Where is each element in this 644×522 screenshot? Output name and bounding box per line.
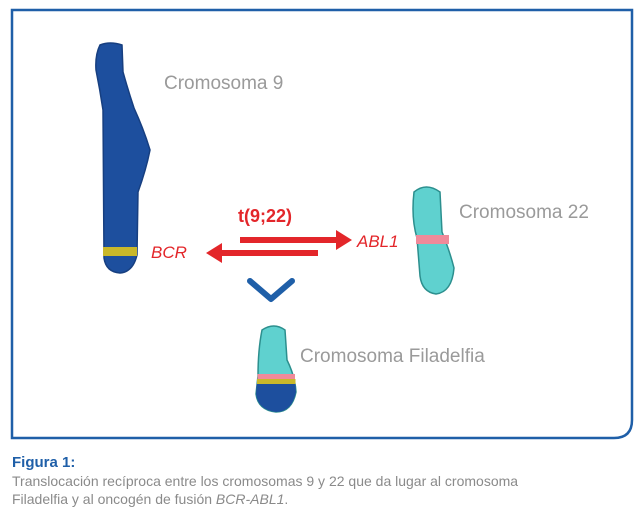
figure-frame bbox=[10, 8, 634, 440]
bcr-label: BCR bbox=[151, 243, 187, 262]
caption-line-2-end: . bbox=[284, 491, 289, 507]
philadelphia-label: Cromosoma Filadelfia bbox=[300, 346, 485, 367]
chromosome-9 bbox=[95, 42, 151, 274]
philadelphia-chromosome bbox=[255, 325, 297, 413]
chromosome-22-label: Cromosoma 22 bbox=[459, 202, 589, 223]
translocation-arrows bbox=[206, 230, 352, 263]
translocation-diagram: Cromosoma 9 Cromosoma 22 t(9;22) BCR ABL… bbox=[10, 8, 634, 440]
abl1-band bbox=[416, 235, 449, 244]
abl1-label: ABL1 bbox=[356, 232, 399, 251]
caption-text: Translocación recíproca entre los cromos… bbox=[12, 472, 632, 508]
chromosome-9-label: Cromosoma 9 bbox=[164, 73, 283, 94]
translocation-label: t(9;22) bbox=[238, 206, 292, 226]
caption-line-2: Filadelfia y al oncogén de fusión bbox=[12, 491, 216, 507]
bcr-band bbox=[103, 247, 137, 256]
chevron-down-icon bbox=[247, 278, 295, 302]
caption-fusion-gene: BCR-ABL1 bbox=[215, 491, 285, 507]
figure-caption: Figura 1: Translocación recíproca entre … bbox=[12, 454, 632, 508]
caption-line-1: Translocación recíproca entre los cromos… bbox=[12, 473, 519, 489]
chromosome-22 bbox=[412, 186, 455, 295]
caption-title: Figura 1: bbox=[12, 454, 76, 471]
